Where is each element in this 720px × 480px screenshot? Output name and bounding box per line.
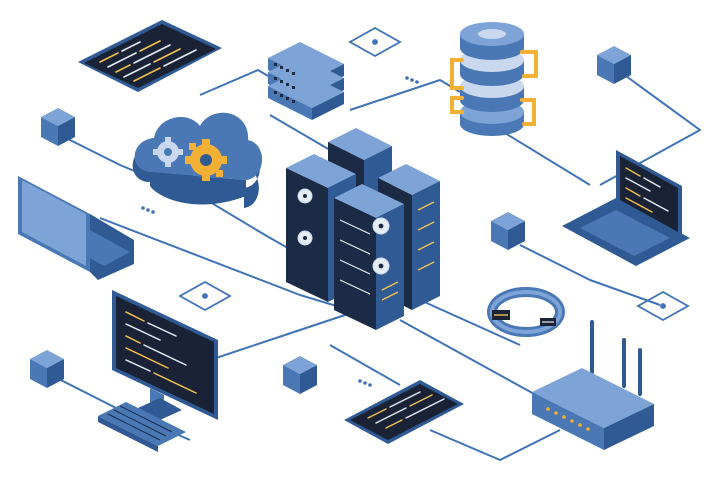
line-desktop (209, 309, 361, 361)
diamond-node-icon (178, 280, 232, 312)
line-tablet (329, 344, 401, 386)
cube-node-icon (491, 212, 525, 250)
line-server-band (419, 299, 521, 346)
router-icon (532, 320, 654, 450)
laptop-icon (562, 150, 690, 266)
cube-node-icon (597, 46, 631, 84)
server-rack-icon (286, 128, 440, 330)
wristband-icon (487, 287, 565, 337)
cloud-gears-icon (132, 112, 263, 208)
laptop-icon (18, 176, 134, 280)
tablet-icon (344, 380, 464, 444)
line-switch-server (269, 114, 331, 151)
gear-icon (153, 137, 183, 167)
dot-markers (141, 76, 419, 387)
cube-node-icon (41, 108, 75, 146)
line-cube-topright (599, 67, 701, 186)
cube-node-icon (30, 350, 64, 388)
monitor-icon (112, 290, 218, 420)
line-laptop-left (99, 217, 351, 311)
diamond-node-icon (348, 26, 402, 58)
cube-node-icon (283, 356, 317, 394)
line-db-laptop (499, 129, 591, 186)
line-top-right (349, 79, 461, 111)
line-right-diamond (519, 244, 661, 306)
gear-icon (185, 139, 227, 181)
diamond-node-icon (636, 290, 690, 322)
keyboard-icon (98, 402, 186, 452)
code-monitor-top-left (78, 20, 222, 92)
database-icon (450, 22, 538, 136)
network-switch-icon (268, 42, 344, 120)
line-bottom-right (429, 429, 561, 461)
